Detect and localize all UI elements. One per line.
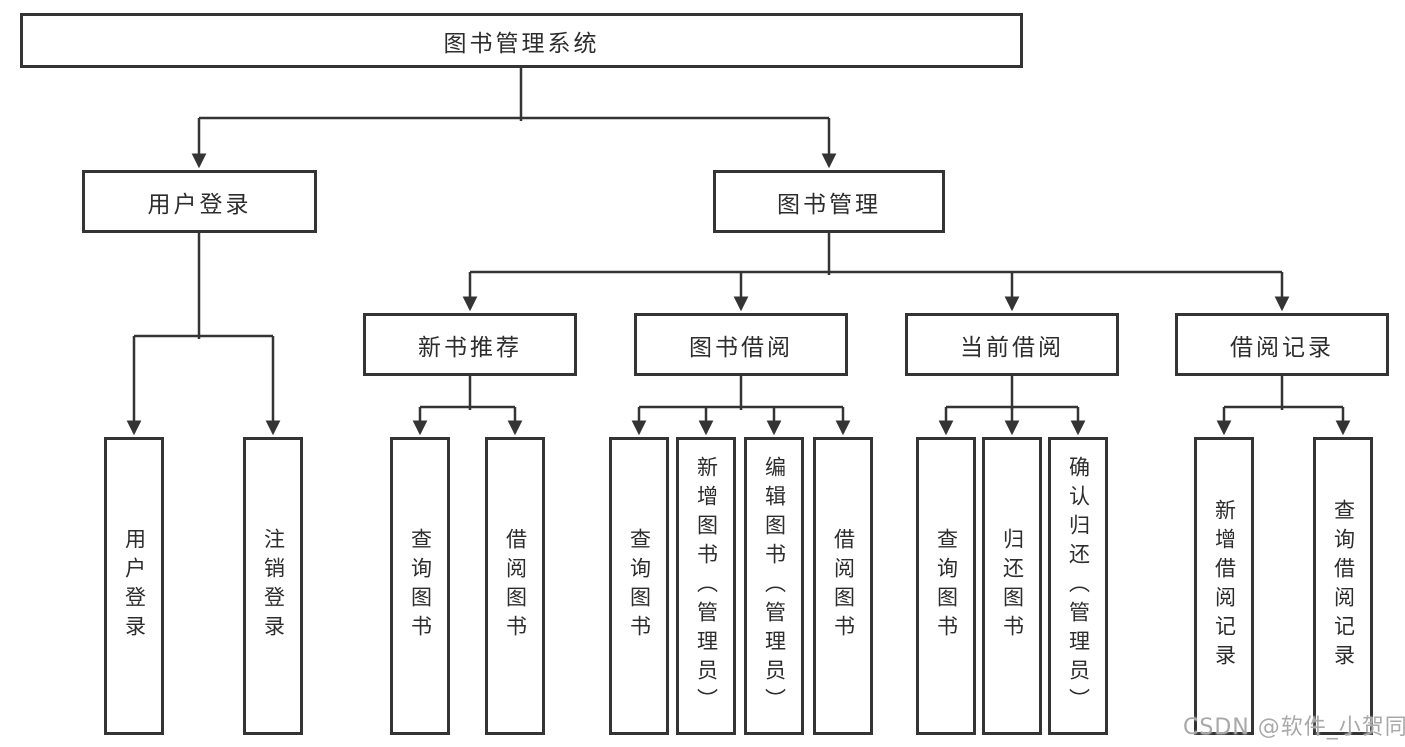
leaf-add-books-admin: 新增图书（管理员） xyxy=(676,437,736,735)
branch-user-login xyxy=(126,233,281,436)
node-current-borrow: 当前借阅 xyxy=(905,313,1119,376)
csdn-watermark: CSDN @软件_小贺同学 xyxy=(1183,715,1405,740)
node-user-login: 用户登录 xyxy=(82,170,317,233)
leaf-query-books-current: 查询图书 xyxy=(916,437,976,735)
branch-borrow-records xyxy=(1216,376,1351,436)
branch-current-borrow xyxy=(938,376,1086,436)
leaf-logout: 注销登录 xyxy=(243,437,303,735)
node-new-book-recommend: 新书推荐 xyxy=(363,313,577,376)
leaf-user-login: 用户登录 xyxy=(104,437,164,735)
leaf-add-borrow-record: 新增借阅记录 xyxy=(1194,437,1254,735)
leaf-confirm-return-admin: 确认归还（管理员） xyxy=(1048,437,1108,735)
node-library-management-system: 图书管理系统 xyxy=(20,13,1023,68)
branch-book-management xyxy=(462,233,1290,312)
branch-new-book-recommend xyxy=(412,376,523,436)
branch-root xyxy=(191,68,837,169)
leaf-borrow-books: 借阅图书 xyxy=(813,437,873,735)
leaf-edit-books-admin: 编辑图书（管理员） xyxy=(744,437,804,735)
node-book-management: 图书管理 xyxy=(713,170,945,233)
node-book-borrow: 图书借阅 xyxy=(634,313,848,376)
leaf-query-books-borrow: 查询图书 xyxy=(609,437,669,735)
leaf-query-books-recommend: 查询图书 xyxy=(390,437,450,735)
leaf-query-borrow-record: 查询借阅记录 xyxy=(1313,437,1373,735)
branch-book-borrow xyxy=(631,376,851,436)
leaf-borrow-books-recommend: 借阅图书 xyxy=(485,437,545,735)
leaf-return-books: 归还图书 xyxy=(982,437,1042,735)
node-borrow-records: 借阅记录 xyxy=(1175,313,1389,376)
